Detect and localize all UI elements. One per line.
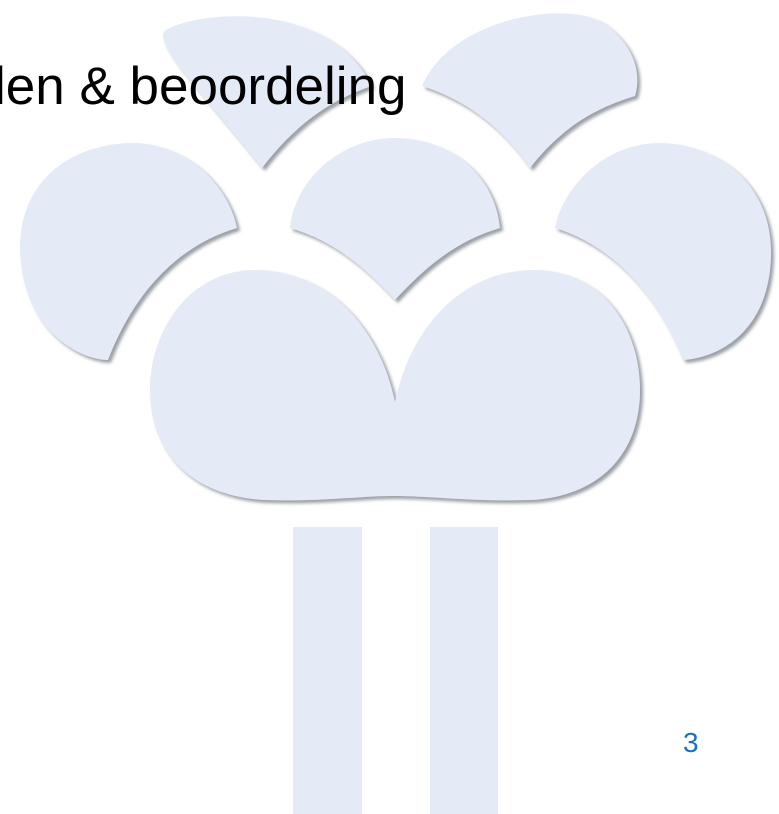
tree-canopy xyxy=(150,270,640,501)
leaf-middle-left xyxy=(20,142,237,360)
leaf-top-right xyxy=(422,13,638,168)
trunk-left-bar xyxy=(293,527,362,814)
page-number: 3 xyxy=(683,727,699,758)
leaf-middle-center xyxy=(290,138,500,300)
leaf-middle-right xyxy=(555,142,771,360)
slide-title: len & beoordeling xyxy=(0,57,407,116)
trunk-right-bar xyxy=(430,527,498,814)
leaf-top-left xyxy=(162,16,372,168)
